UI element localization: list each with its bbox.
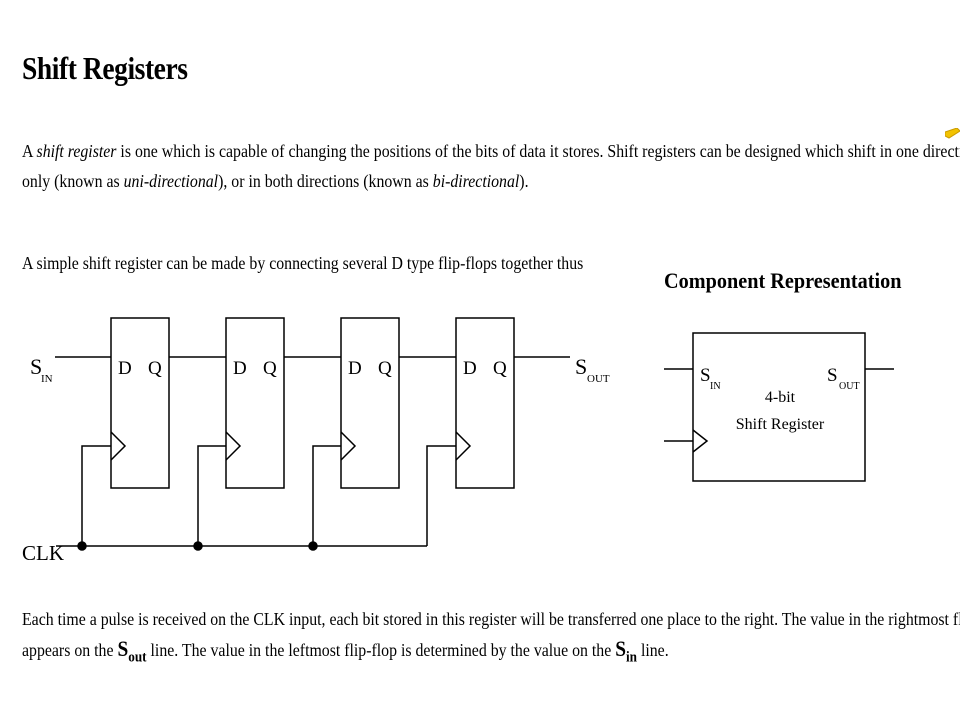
ff4-q-label: Q [493, 358, 507, 379]
component-clock-input [692, 429, 709, 453]
component-title: Component Representation [664, 268, 902, 293]
sin-label-sub: IN [41, 373, 53, 385]
component-sout-label: S [827, 365, 838, 386]
clock-input-2 [225, 431, 242, 461]
ff1-d-label: D [118, 358, 132, 379]
flip-flop-1 [110, 317, 170, 489]
component-sin-sub: IN [710, 381, 721, 392]
flip-flop-3 [340, 317, 400, 489]
page-title: Shift Registers [22, 50, 188, 86]
ff1-q-label: Q [148, 358, 162, 379]
ff2-q-label: Q [263, 358, 277, 379]
clk-branch-1 [81, 445, 111, 546]
component-box [692, 332, 866, 482]
flip-flop-4 [455, 317, 515, 489]
pencil-pointer-icon [945, 128, 960, 139]
ff3-q-label: Q [378, 358, 392, 379]
sout-label-sub: OUT [587, 373, 610, 385]
component-label-line-1: 4-bit [765, 389, 796, 406]
flip-flop-2 [225, 317, 285, 489]
intro-line-2: only (known as uni-directional), or in b… [22, 171, 529, 191]
component-sout-sub: OUT [839, 381, 860, 392]
junction-dot-2 [193, 541, 203, 551]
intro-paragraph: A shift register is one which is capable… [22, 136, 960, 196]
junction-dot-1 [77, 541, 87, 551]
component-sin-label: S [700, 365, 711, 386]
clock-input-1 [110, 431, 127, 461]
ff4-d-label: D [463, 358, 477, 379]
sout-inline: Sout [117, 636, 147, 666]
clk-branch-4 [426, 445, 456, 546]
clk-branch-2 [197, 445, 226, 546]
clk-label: CLK [22, 541, 64, 565]
flip-flop-paragraph: A simple shift register can be made by c… [22, 253, 584, 273]
explanation-line-2: appears on the Sout line. The value in t… [22, 636, 669, 666]
explanation-line-1: Each time a pulse is received on the CLK… [22, 609, 960, 629]
clk-branch-3 [312, 445, 341, 546]
ff2-d-label: D [233, 358, 247, 379]
intro-line-1: A shift register is one which is capable… [22, 141, 960, 161]
explanation-paragraph: Each time a pulse is received on the CLK… [22, 604, 960, 672]
sin-inline: Sin [615, 636, 637, 666]
ff3-d-label: D [348, 358, 362, 379]
sin-label: S [30, 354, 42, 379]
clock-input-4 [455, 431, 472, 461]
sout-label: S [575, 354, 587, 379]
clock-input-3 [340, 431, 357, 461]
junction-dot-3 [308, 541, 318, 551]
component-label-line-2: Shift Register [736, 416, 825, 433]
